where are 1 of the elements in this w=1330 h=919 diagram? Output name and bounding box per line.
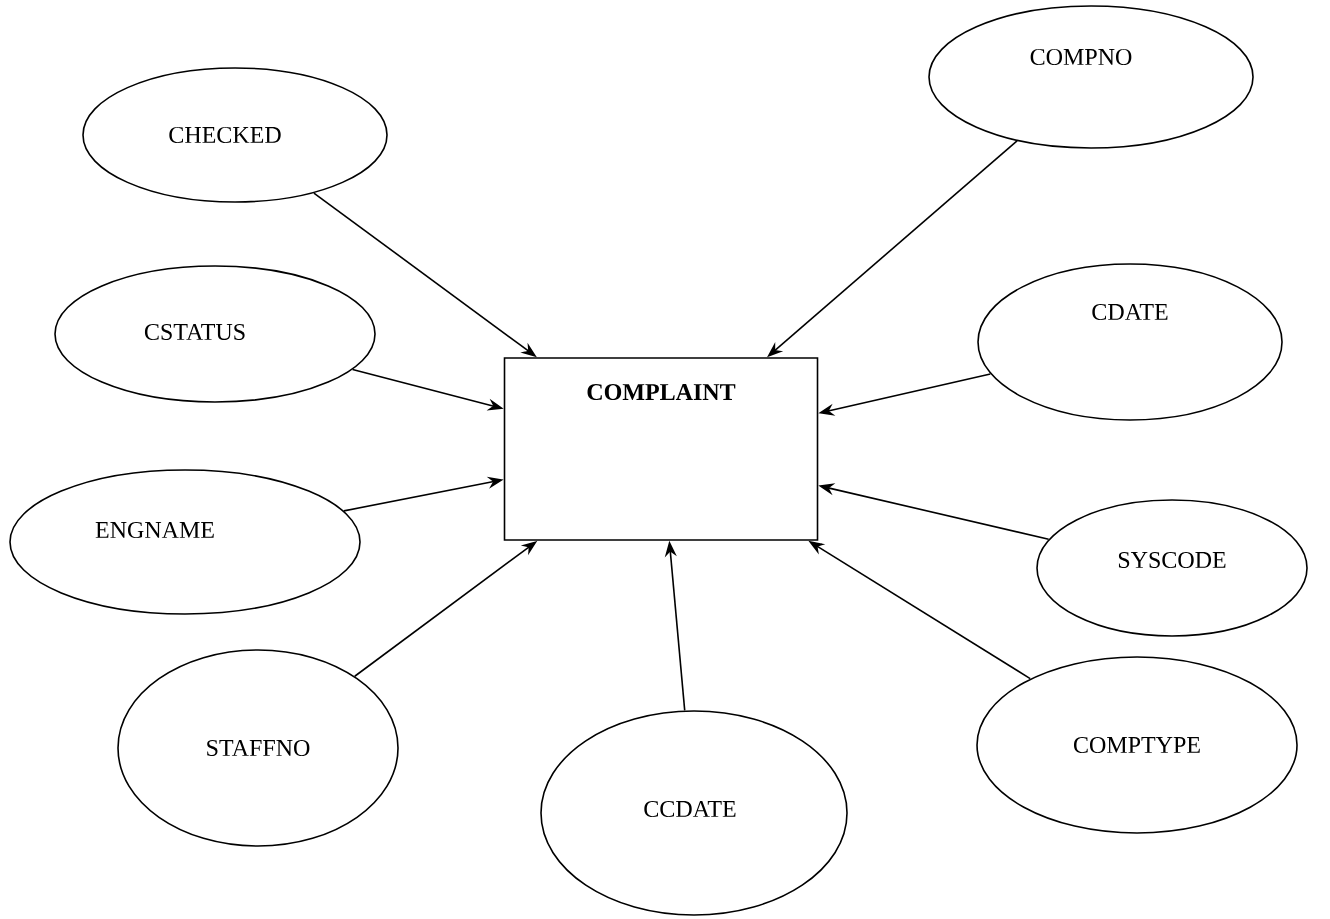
entity-box: COMPLAINT xyxy=(503,357,819,541)
